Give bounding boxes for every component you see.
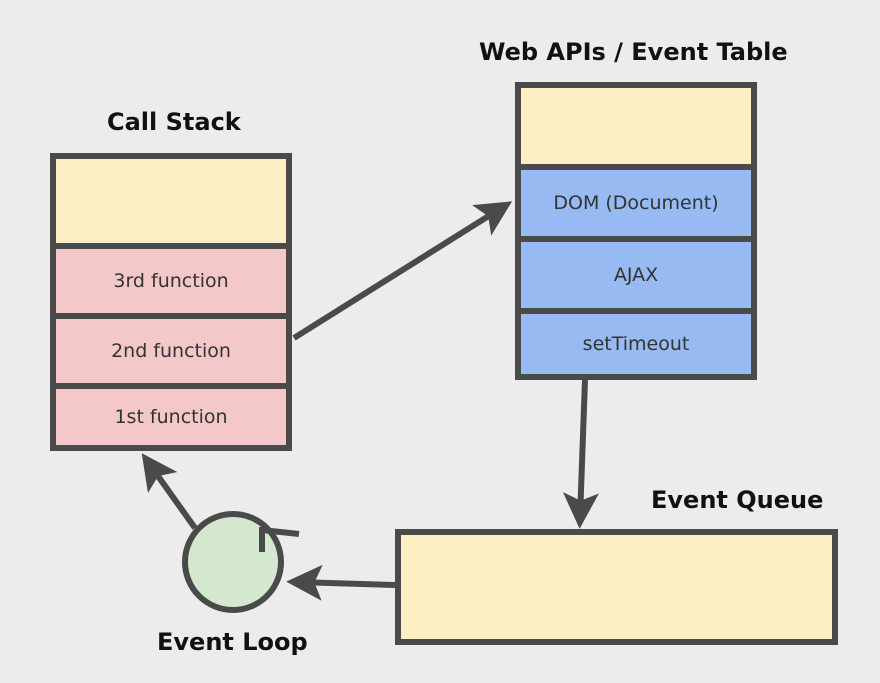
call-stack-box: 3rd function 2nd function 1st function [50, 153, 292, 451]
call-stack-title: Call Stack [107, 108, 241, 136]
web-apis-divider [521, 164, 751, 170]
web-apis-title: Web APIs / Event Table [479, 38, 788, 66]
call-stack-divider [56, 243, 286, 249]
call-stack-item-3: 3rd function [56, 249, 286, 313]
event-loop-label: Event Loop [157, 628, 308, 656]
event-loop-circle [182, 511, 300, 613]
arrow-loop-to-stack [141, 453, 198, 530]
web-api-item-ajax: AJAX [521, 242, 751, 308]
event-queue-box [395, 529, 838, 645]
web-api-item-settimeout: setTimeout [521, 314, 751, 374]
call-stack-divider [56, 313, 286, 319]
call-stack-empty-slot [56, 159, 286, 243]
call-stack-item-2: 2nd function [56, 319, 286, 383]
arrow-queue-to-loop [286, 564, 396, 601]
call-stack-divider [56, 383, 286, 389]
call-stack-item-1: 1st function [56, 389, 286, 445]
arrow-stack-to-webapis [292, 201, 513, 341]
web-api-item-dom: DOM (Document) [521, 170, 751, 236]
web-apis-divider [521, 308, 751, 314]
web-apis-box: DOM (Document) AJAX setTimeout [515, 82, 757, 380]
arrow-webapis-to-queue [562, 379, 599, 529]
web-apis-empty-slot [521, 88, 751, 164]
event-queue-title: Event Queue [651, 486, 824, 514]
web-apis-divider [521, 236, 751, 242]
